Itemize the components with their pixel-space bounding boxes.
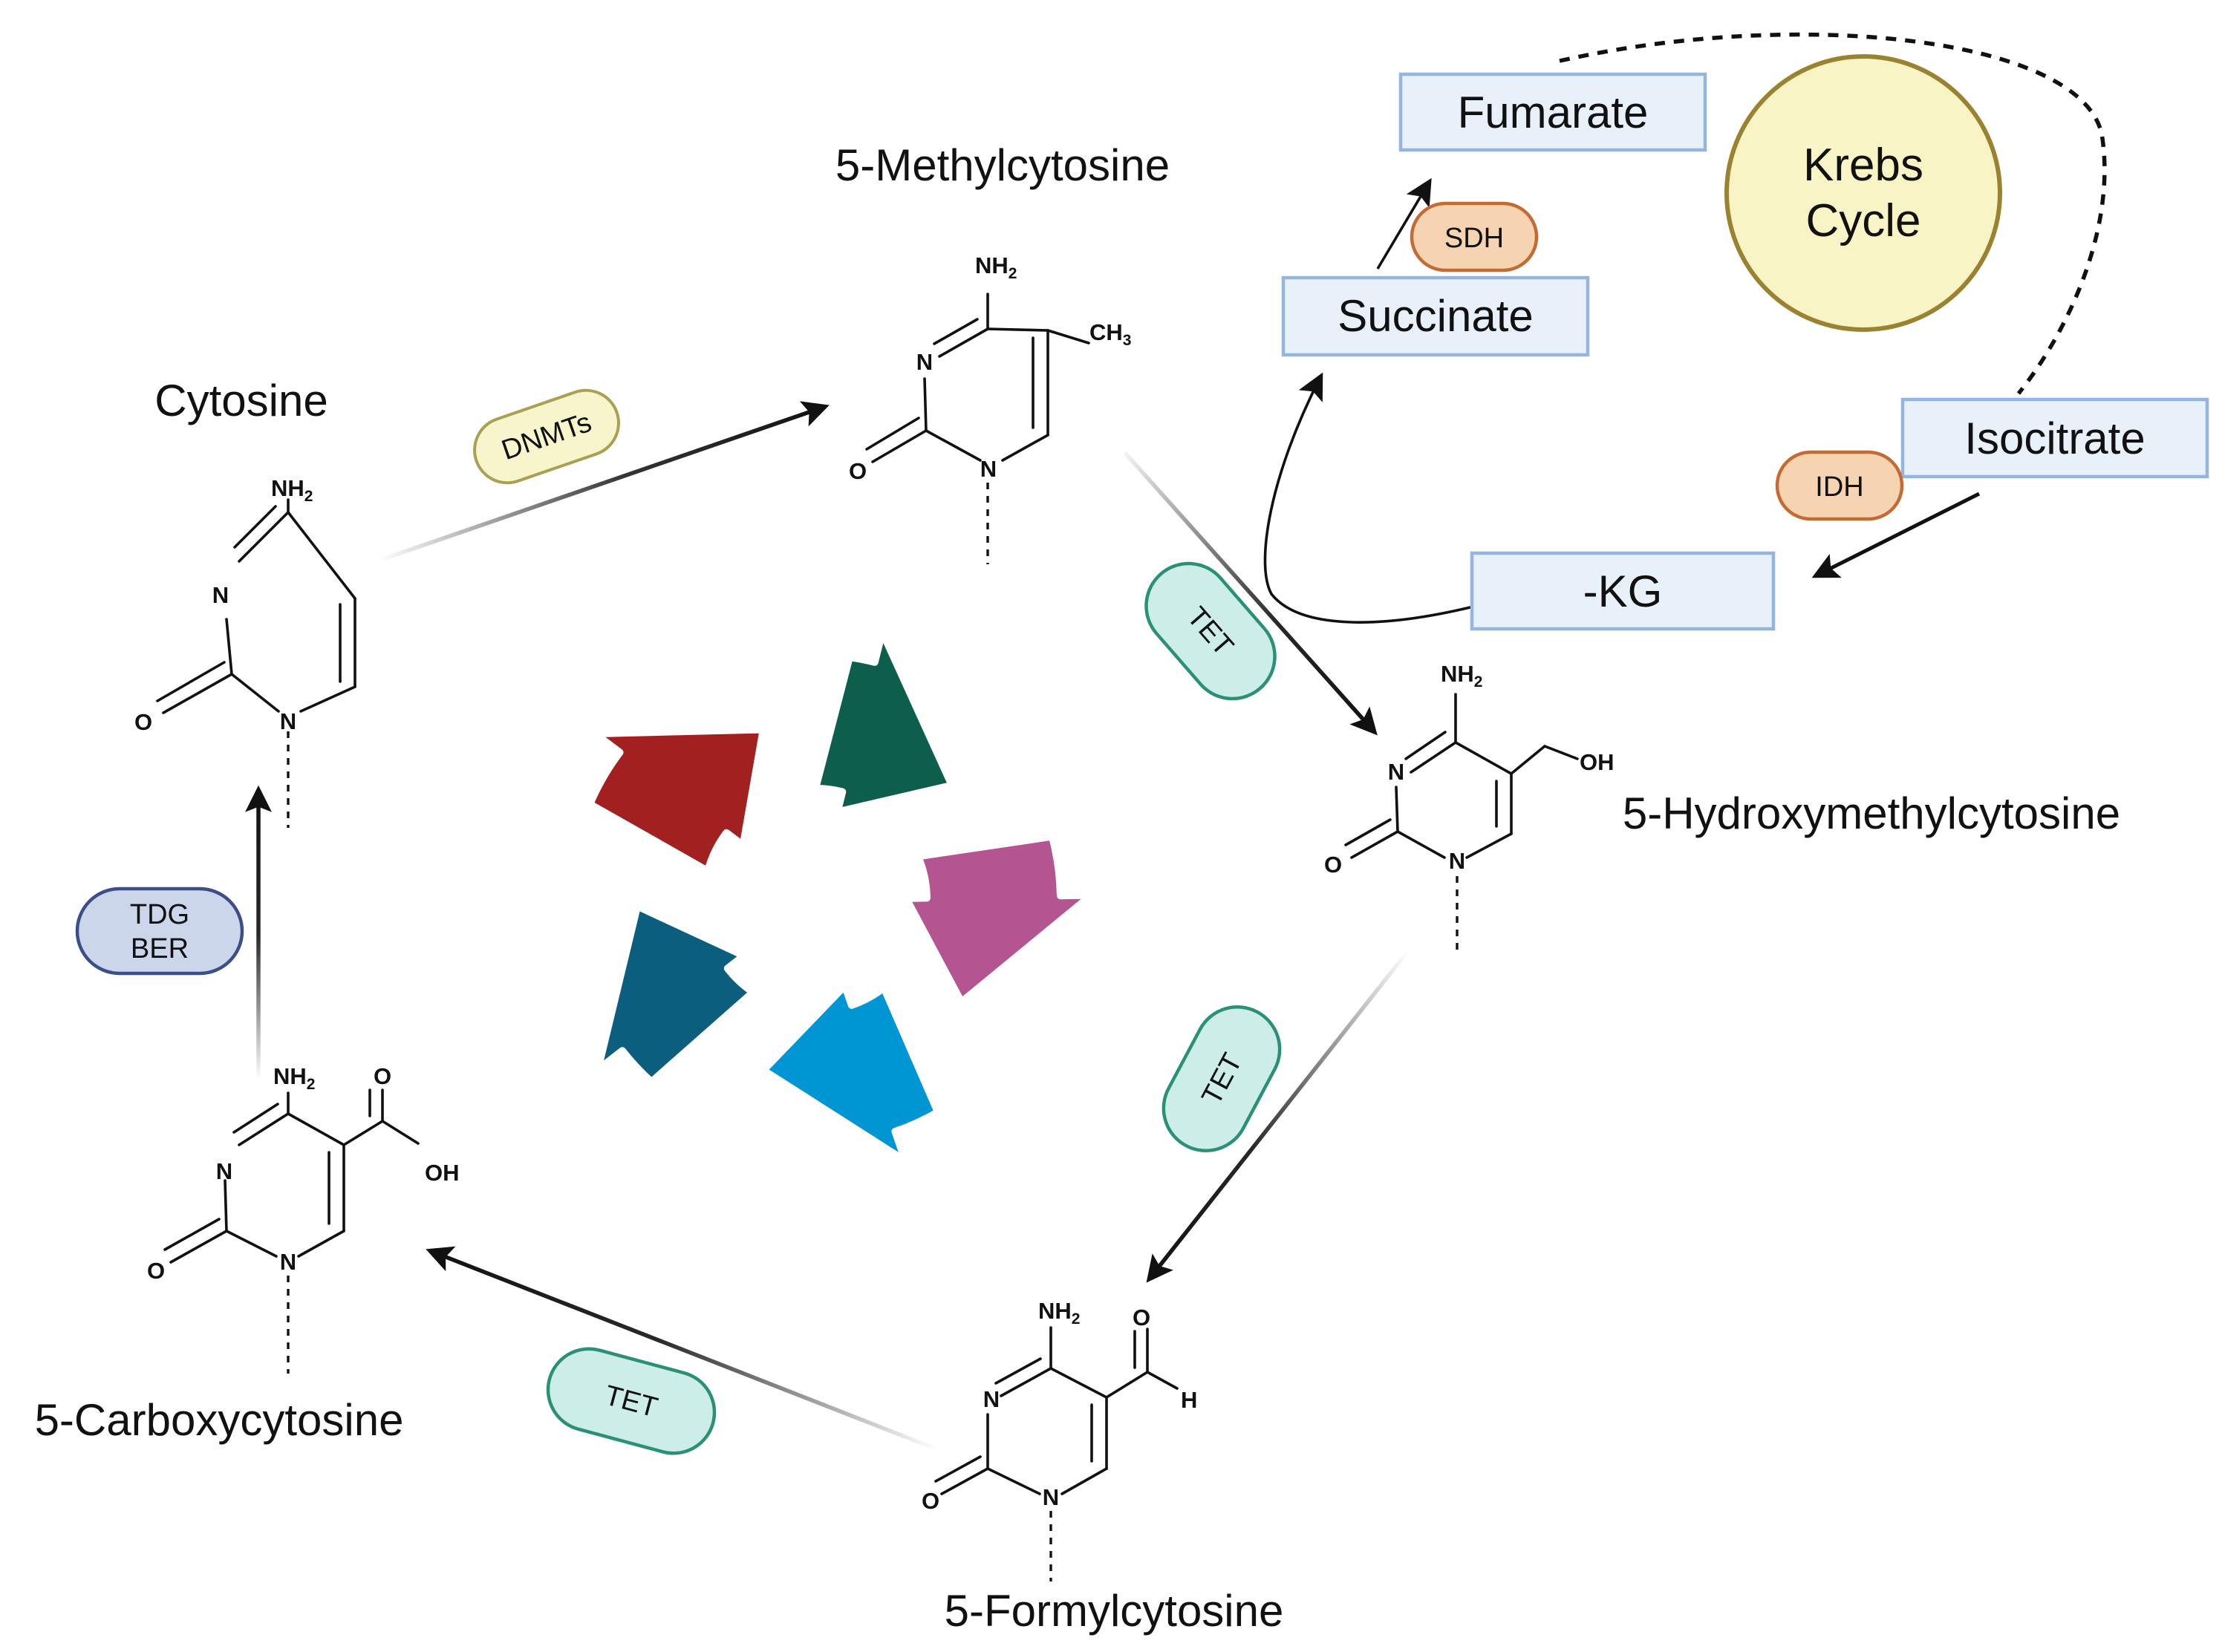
carboxycytosine-oh: OH [425,1160,460,1186]
isocitrate-box: Isocitrate [1900,397,2209,479]
idh-pill: IDH [1775,450,1904,521]
formylcytosine-o: O [922,1488,939,1514]
svg-text:NH2: NH2 [273,1063,315,1093]
fumarate-label: Fumarate [1458,88,1649,137]
svg-text:CH3: CH3 [1089,319,1131,349]
isocitrate-label: Isocitrate [1964,414,2145,463]
akg-box: -KG [1470,551,1776,631]
carboxycytosine-n1: N [280,1249,296,1275]
arrow-5mc-to-5hmc [1123,451,1378,736]
cycle-segment-blue [759,982,942,1165]
cytosine-o: O [134,709,152,735]
idh-label: IDH [1815,471,1863,503]
carboxycytosine-o-carbonyl: O [374,1063,391,1089]
hydroxymethylcytosine-oh: OH [1580,749,1615,775]
cytosine-title: Cytosine [154,376,328,425]
formylcytosine-title: 5-Formylcytosine [945,1586,1284,1636]
cytosine-n3: N [212,582,229,608]
methylcytosine-n3: N [916,349,933,375]
krebs-line-2: Cycle [1805,195,1920,247]
methylcytosine-o: O [849,458,867,484]
svg-text:NH2: NH2 [271,475,313,505]
methylcytosine-title: 5-Methylcytosine [835,140,1170,190]
methylcytosine-nh: NH [975,252,1009,278]
cytosine-nh-sub: 2 [304,488,313,505]
arrow-isocitrate-to-akg [1811,492,1981,578]
krebs-cycle-circle: Krebs Cycle [1724,54,2002,332]
tet-pill-3: TET [546,1347,717,1455]
akg-label: -KG [1583,567,1663,616]
methylcytosine-n1: N [980,456,997,482]
svg-text:NH2: NH2 [975,252,1017,282]
formylcytosine-nh-sub: 2 [1072,1310,1081,1328]
cycle-segment-red [586,725,767,875]
arrow-5hmc-to-5fc [1146,950,1410,1283]
carboxycytosine-nh-sub: 2 [307,1076,316,1093]
carboxycytosine-n3: N [216,1158,232,1184]
succinate-box: Succinate [1281,275,1590,357]
cytosine-n1: N [280,708,296,734]
hydroxymethylcytosine-n3: N [1388,759,1404,785]
arrow-succinate-to-fumarate [1376,177,1432,270]
cycle-segment-green [812,628,956,816]
ber-label: BER [131,933,189,964]
succinate-label: Succinate [1338,291,1534,341]
tet-pill-2: TET [1162,1005,1282,1152]
arrow-akg-to-succinate [1263,372,1480,624]
sdh-pill: SDH [1410,201,1539,272]
cytosine-structure: N N O NH2 [134,475,356,828]
methylcytosine-ch-sub: 3 [1123,332,1132,349]
arrow-cytosine-to-5mc [378,401,830,563]
krebs-line-1: Krebs [1803,140,1923,191]
fumarate-box: Fumarate [1398,72,1707,152]
formylcytosine-h: H [1181,1387,1197,1413]
carboxycytosine-o: O [147,1258,165,1284]
formylcytosine-n3: N [983,1386,1000,1412]
methylcytosine-ch: CH [1089,319,1123,345]
dnmts-pill: DNMTs [473,388,620,485]
tet-pill-1: TET [1144,561,1277,701]
tdg-ber-pill: TDG BER [75,887,244,976]
arrow-5fc-to-5cac [426,1246,939,1452]
carboxycytosine-nh: NH [273,1063,307,1089]
cycle-segment-magenta [902,832,1095,1006]
central-cycle-icon [586,628,1095,1165]
hydroxymethylcytosine-nh-sub: 2 [1474,673,1483,690]
carboxycytosine-title: 5-Carboxycytosine [35,1395,404,1445]
formylcytosine-nh: NH [1038,1298,1072,1324]
cytosine-nh: NH [271,475,304,501]
sdh-label: SDH [1444,223,1504,254]
methylcytosine-structure: N N O NH2 CH3 [849,252,1131,564]
formylcytosine-n1: N [1043,1484,1059,1510]
tdg-label: TDG [130,899,189,930]
hydroxymethylcytosine-title: 5-Hydroxymethylcytosine [1623,789,2120,838]
krebs-dashed-link [1559,32,2107,395]
formylcytosine-o-aldehyde: O [1133,1305,1150,1331]
hydroxymethylcytosine-n1: N [1449,848,1465,874]
formylcytosine-structure: N N O NH2 O H [922,1298,1197,1581]
carboxycytosine-structure: N N O NH2 O OH [147,1063,460,1374]
hydroxymethylcytosine-nh: NH [1441,661,1474,687]
svg-text:NH2: NH2 [1441,661,1482,690]
cycle-segment-teal [593,902,758,1086]
hydroxymethylcytosine-structure: N N O NH2 OH [1324,661,1615,950]
hydroxymethylcytosine-o: O [1324,852,1342,878]
svg-text:NH2: NH2 [1038,1298,1080,1328]
methylcytosine-nh-sub: 2 [1009,265,1017,282]
